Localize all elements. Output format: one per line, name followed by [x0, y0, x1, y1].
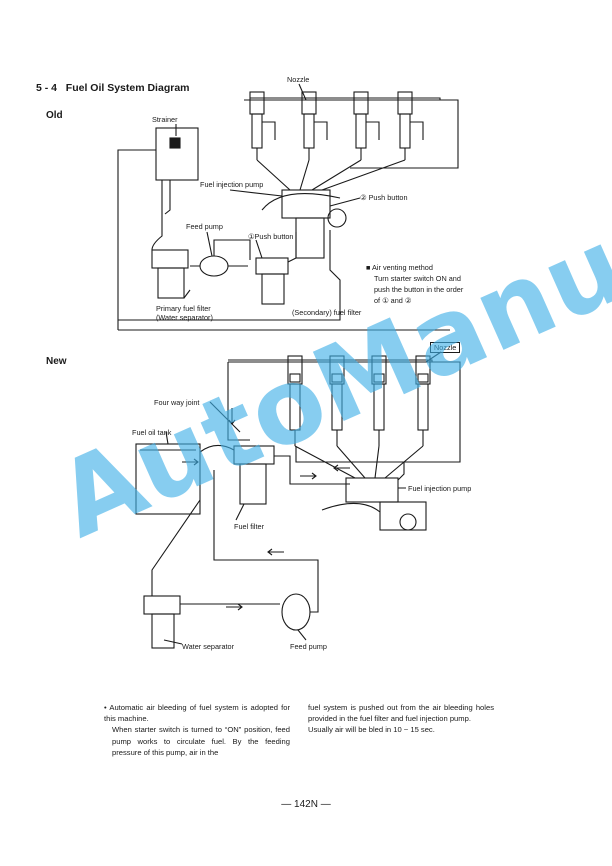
old-injector-1: [249, 91, 276, 160]
old-primary-filter-line-1: Primary fuel filter: [156, 304, 211, 313]
air-venting-note: ■ Air venting method Turn starter switch…: [366, 262, 463, 306]
body-text-right: fuel system is pushed out from the air b…: [308, 702, 494, 736]
new-injector-3: [371, 355, 387, 446]
body-left-paragraph-1: • Automatic air bleeding of fuel system …: [104, 703, 290, 724]
air-venting-line-1: Turn starter switch ON and: [374, 274, 461, 283]
old-push-button-2-label: ② Push button: [360, 193, 408, 202]
old-feed-pump-label: Feed pump: [186, 222, 223, 231]
new-diagram: [135, 351, 461, 649]
feed-pump-label: Feed pump: [290, 642, 327, 651]
body-right-paragraph-2: Usually air will be bled in 10 ~ 15 sec.: [308, 725, 435, 735]
old-primary-filter-label: Primary fuel filter (Water separator): [156, 304, 213, 322]
new-heading: New: [46, 356, 67, 367]
old-injection-pump-label: Fuel injection pump: [200, 180, 264, 189]
air-venting-line-2: push the button in the order: [374, 285, 464, 294]
four-way-joint-label: Four way joint: [154, 398, 200, 407]
new-injector-1: [287, 355, 303, 446]
section-title: Fuel Oil System Diagram: [65, 82, 190, 94]
air-venting-title: ■ Air venting method: [366, 263, 433, 272]
body-left-paragraph-2: When starter switch is turned to “ON” po…: [112, 725, 290, 757]
body-right-paragraph-1: fuel system is pushed out from the air b…: [308, 703, 494, 724]
water-separator: [151, 613, 175, 649]
section-number: 5 - 4: [36, 82, 58, 94]
old-injector-4: [397, 91, 424, 160]
old-primary-filter-line-2: (Water separator): [156, 313, 213, 322]
old-secondary-filter: [261, 273, 285, 305]
new-injector-4: [415, 355, 431, 446]
old-push-button-1-label: ①Push button: [248, 232, 294, 241]
old-injection-pump: [281, 189, 331, 219]
old-diagram: [117, 83, 459, 331]
section-heading: 5 - 4 Fuel Oil System Diagram: [36, 82, 190, 94]
air-venting-line-3: of ① and ②: [374, 296, 412, 305]
water-separator-label: Water separator: [182, 642, 235, 651]
old-strainer-label: Strainer: [152, 115, 178, 124]
old-feed-pump: [199, 255, 229, 277]
new-injection-pump: [345, 477, 399, 503]
old-heading: Old: [46, 110, 63, 121]
new-injection-pump-label: Fuel injection pump: [408, 484, 472, 493]
fuel-oil-tank-label: Fuel oil tank: [132, 428, 172, 437]
fuel-filter: [239, 463, 267, 505]
old-injector-3: [353, 91, 380, 160]
strainer-tank: [155, 127, 199, 181]
fuel-filter-label: Fuel filter: [234, 522, 265, 531]
old-primary-filter: [157, 267, 185, 299]
old-injector-2: [301, 91, 328, 160]
old-nozzle-label: Nozzle: [287, 75, 310, 84]
new-injector-2: [329, 355, 345, 446]
new-feed-pump: [281, 593, 311, 631]
old-secondary-filter-label: (Secondary) fuel filter: [292, 308, 362, 317]
body-text-left: • Automatic air bleeding of fuel system …: [104, 702, 290, 758]
new-nozzle-label: Nozzle: [430, 342, 461, 353]
page-number: — 142N —: [281, 799, 331, 810]
